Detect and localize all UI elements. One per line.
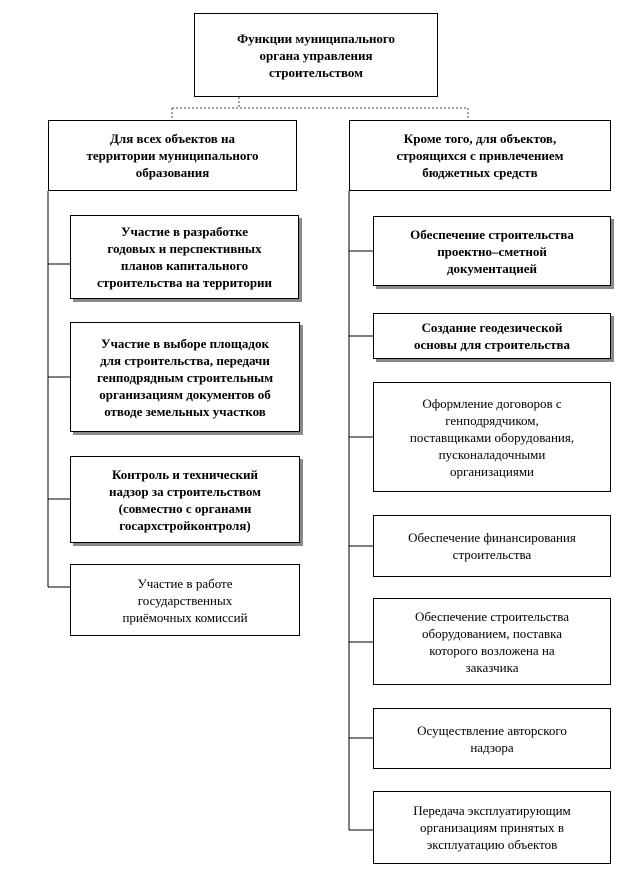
left-item-1-label: Участие в разработке годовых и перспекти…: [96, 224, 273, 290]
right-item-1-label: Обеспечение строительства проектно–сметн…: [410, 226, 574, 276]
right-item-7-label: Передача эксплуатирующим организациям пр…: [413, 803, 571, 852]
left-branch-header: Для всех объектов на территории муниципа…: [48, 120, 297, 191]
right-branch-header-label: Кроме того, для объектов, строящихся с п…: [396, 131, 564, 180]
right-item-2: Создание геодезической основы для строит…: [373, 313, 611, 359]
left-branch-header-label: Для всех объектов на территории муниципа…: [86, 131, 259, 180]
right-item-4: Обеспечение финансирования строительства: [373, 515, 611, 577]
right-item-5: Обеспечение строительства оборудованием,…: [373, 598, 611, 685]
right-item-3: Оформление договоров с генподрядчиком, п…: [373, 382, 611, 492]
left-item-3: Контроль и технический надзор за строите…: [70, 456, 300, 543]
root-node-label: Функции муниципального органа управления…: [236, 30, 396, 80]
right-item-5-label: Обеспечение строительства оборудованием,…: [415, 608, 569, 675]
left-item-4: Участие в работе государственных приёмоч…: [70, 564, 300, 636]
right-item-6-label: Осуществление авторского надзора: [417, 722, 567, 755]
root-node: Функции муниципального органа управления…: [194, 13, 438, 97]
right-item-2-label: Создание геодезической основы для строит…: [413, 320, 571, 352]
left-item-1: Участие в разработке годовых и перспекти…: [70, 215, 299, 299]
left-item-2-label: Участие в выборе площадок для строительс…: [96, 335, 274, 419]
right-item-4-label: Обеспечение финансирования строительства: [408, 530, 576, 562]
right-item-3-label: Оформление договоров с генподрядчиком, п…: [409, 395, 575, 479]
right-item-6: Осуществление авторского надзора: [373, 708, 611, 769]
right-item-7: Передача эксплуатирующим организациям пр…: [373, 791, 611, 864]
left-item-4-label: Участие в работе государственных приёмоч…: [122, 575, 248, 625]
right-item-1: Обеспечение строительства проектно–сметн…: [373, 216, 611, 286]
left-item-2: Участие в выборе площадок для строительс…: [70, 322, 300, 432]
left-item-3-label: Контроль и технический надзор за строите…: [109, 466, 261, 533]
right-branch-header: Кроме того, для объектов, строящихся с п…: [349, 120, 611, 191]
